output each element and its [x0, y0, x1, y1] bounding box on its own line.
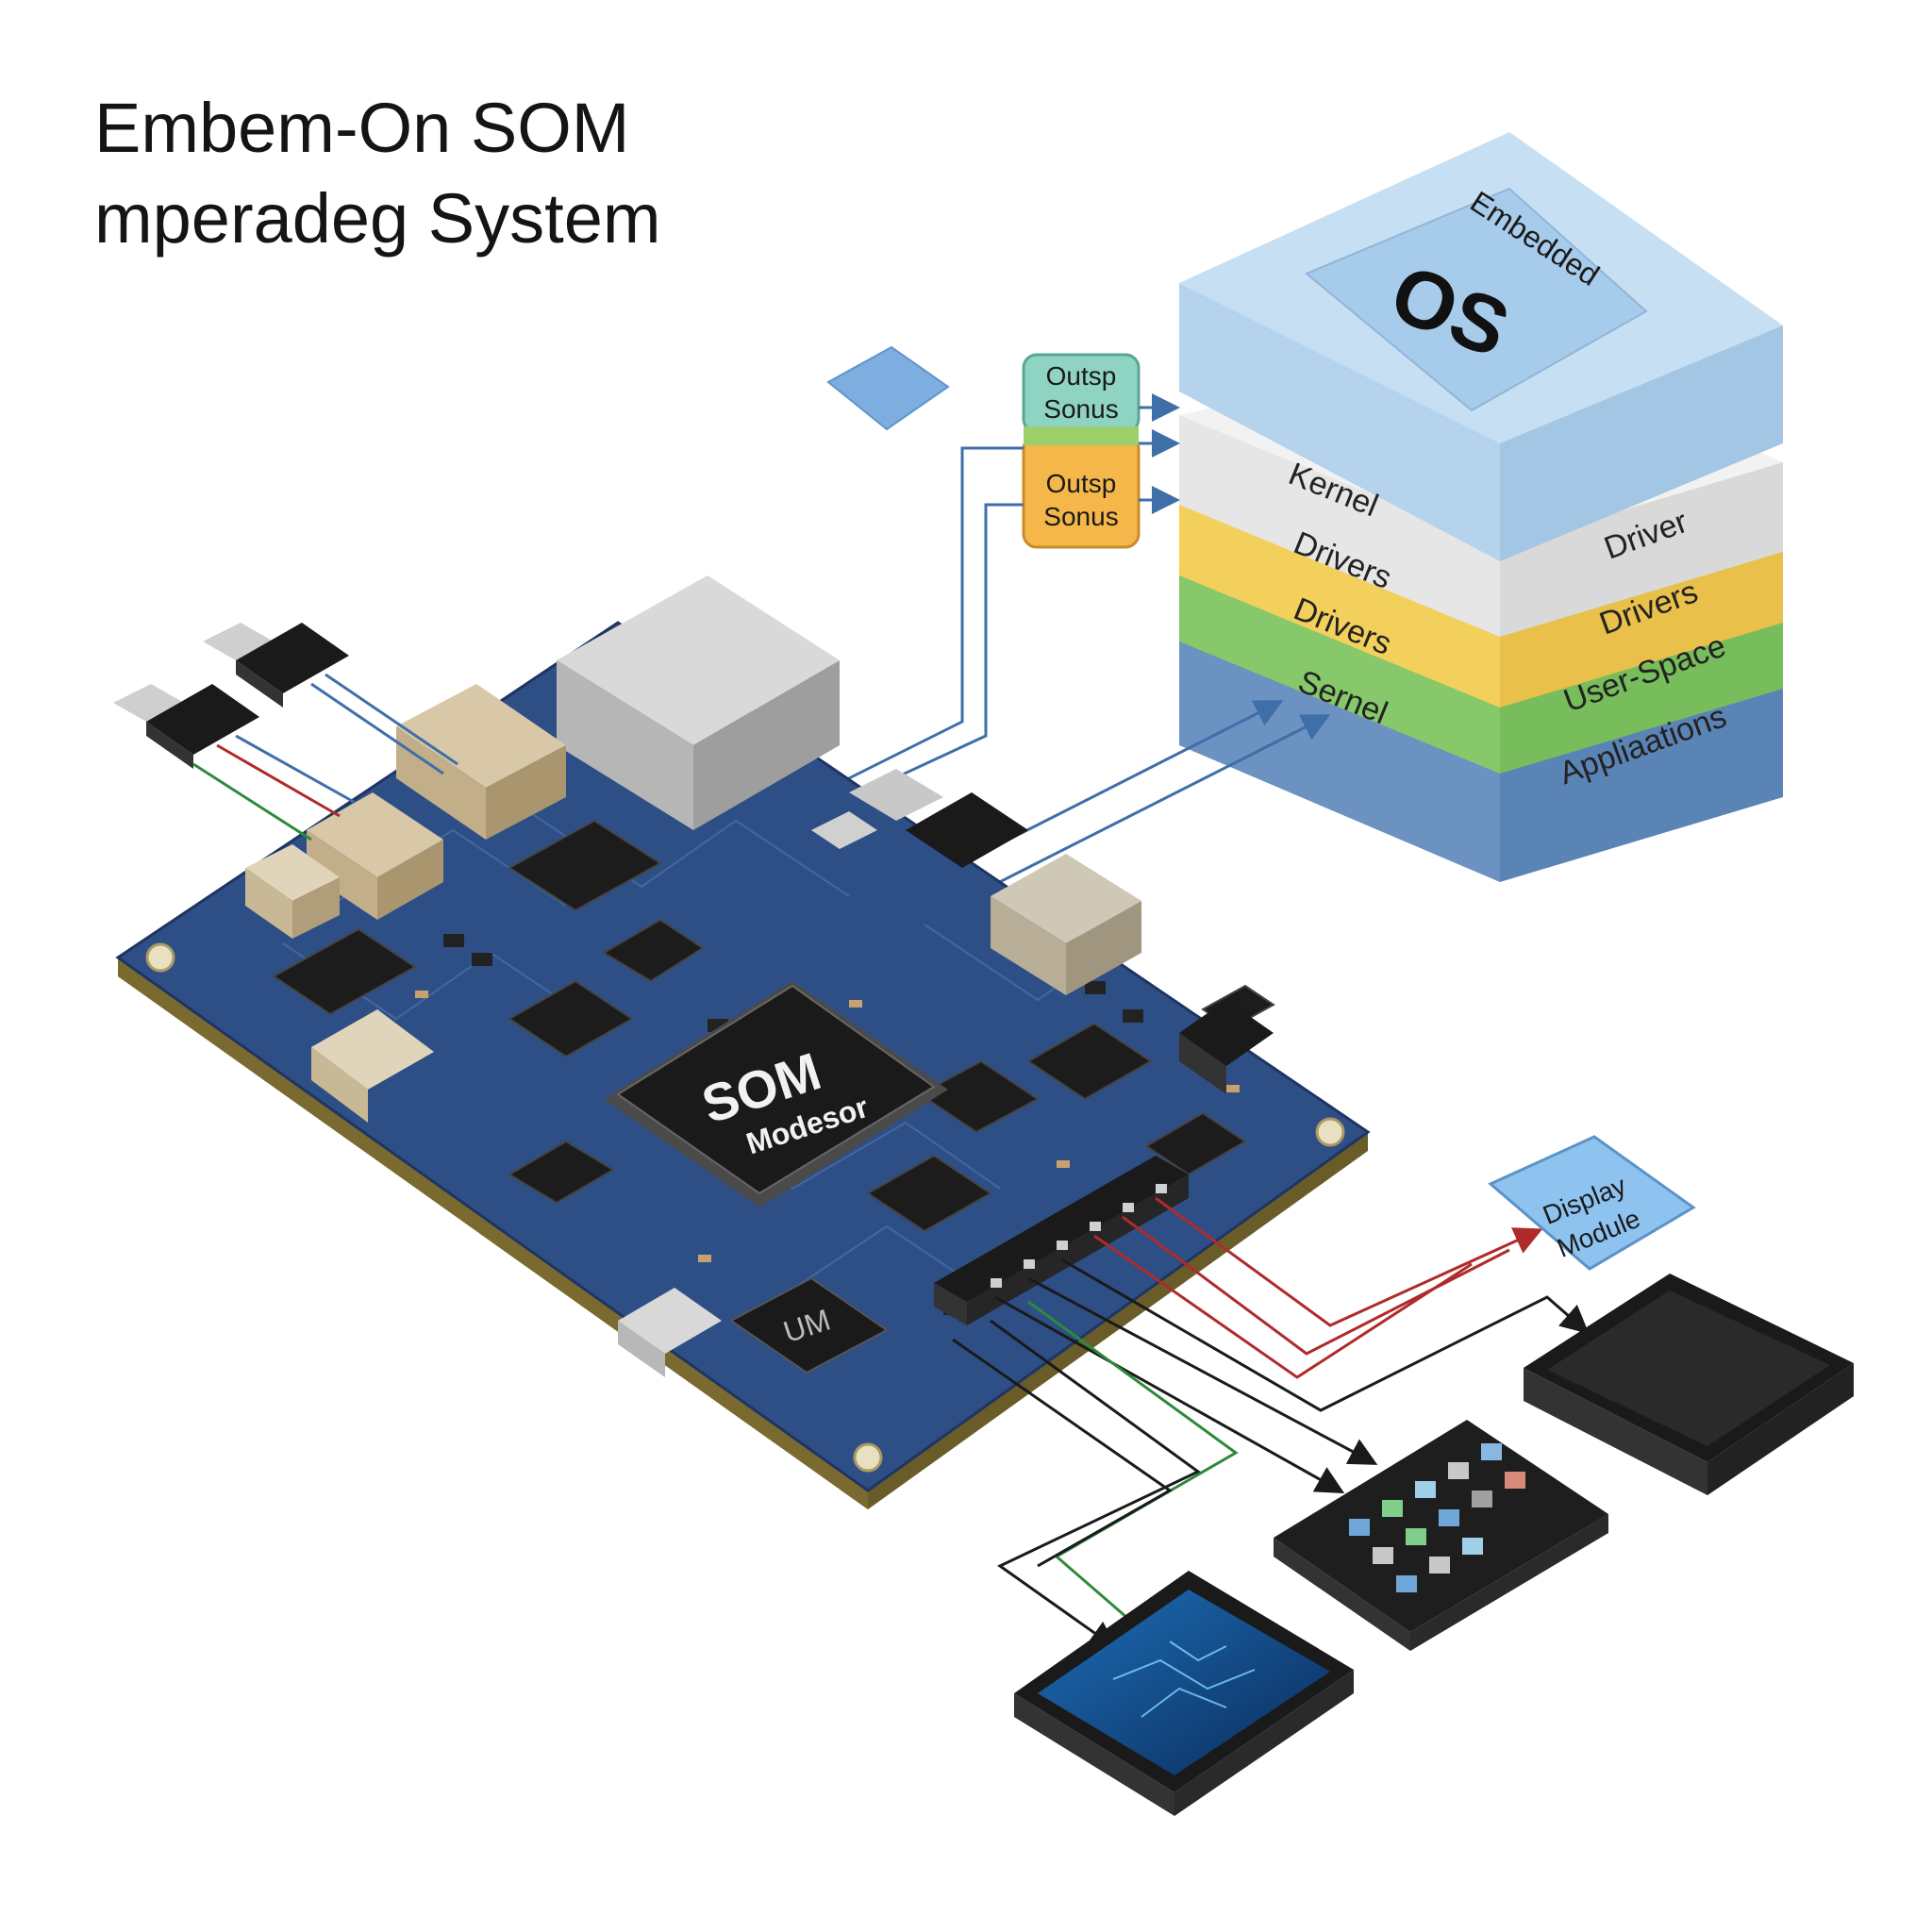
tag-arrows [1139, 393, 1180, 514]
os-stack: Embedded OS Kernel Driver Drivers Driver… [1179, 132, 1783, 882]
output-tag-1-line2: Sonus [1043, 394, 1118, 424]
touch-keypad-module [1274, 1420, 1608, 1651]
usb-port-4 [311, 1009, 434, 1123]
title-line-1: Embem-On SOM [94, 89, 630, 167]
output-tag-1-line1: Outsp [1046, 361, 1117, 391]
peripheral-lines [952, 1196, 1590, 1650]
hdmi-port [991, 854, 1141, 995]
usb-port-1 [396, 684, 566, 840]
ethernet-port [557, 575, 840, 830]
os-tile [1305, 187, 1648, 412]
output-tag-2-line2: Sonus [1043, 502, 1118, 531]
output-tag-divider [1024, 426, 1139, 445]
som-processor-chip [604, 981, 948, 1208]
keypad-buttons [1349, 1443, 1525, 1592]
side-connectors [811, 769, 1028, 868]
display-module-tag[interactable]: Display Module [1488, 1135, 1696, 1271]
floating-tile [826, 345, 950, 431]
um-chip [729, 1276, 889, 1374]
output-tag-2[interactable]: Outsp Sonus [1022, 434, 1141, 549]
title-line-2: mperadeg System [94, 179, 661, 258]
cable-wires [192, 673, 458, 841]
cable-plug-2 [203, 623, 349, 708]
board-to-tag-lines [829, 446, 1024, 799]
display-panel [1524, 1274, 1854, 1495]
diagram-title: Embem-On SOM mperadeg System [94, 83, 661, 264]
output-tag-1[interactable]: Outsp Sonus [1022, 353, 1141, 434]
som-board: SOM Modesor UM [115, 575, 1371, 1509]
micro-usb-port [618, 1288, 722, 1377]
output-tag-2-line1: Outsp [1046, 469, 1117, 498]
jumper-header [1179, 1000, 1274, 1094]
usb-port-3 [245, 844, 340, 939]
cable-plug-1 [113, 684, 259, 769]
blue-screen-module [1014, 1571, 1354, 1816]
gpio-header [934, 1156, 1189, 1325]
layer-embedded-os [1179, 132, 1783, 561]
usb-port-2 [307, 792, 443, 920]
